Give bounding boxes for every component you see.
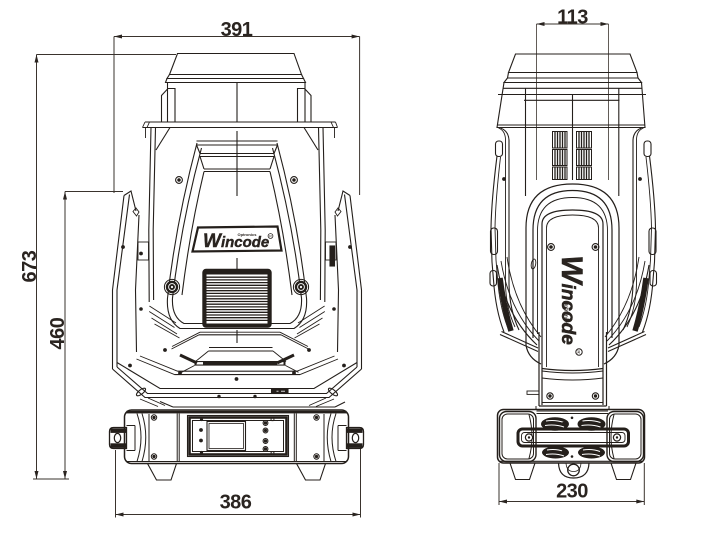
svg-text:R: R [576, 350, 581, 354]
svg-text:Optronics: Optronics [563, 301, 569, 325]
svg-text:113: 113 [557, 7, 588, 29]
svg-text:386: 386 [220, 492, 252, 514]
svg-text:Wincode: Wincode [203, 231, 269, 252]
svg-text:673: 673 [19, 250, 41, 282]
svg-text:Optronics: Optronics [238, 232, 258, 237]
svg-text:391: 391 [221, 19, 253, 41]
svg-text:460: 460 [47, 317, 69, 349]
svg-text:Wincode: Wincode [555, 255, 588, 345]
svg-text:230: 230 [556, 481, 588, 503]
svg-text:R: R [269, 235, 272, 239]
